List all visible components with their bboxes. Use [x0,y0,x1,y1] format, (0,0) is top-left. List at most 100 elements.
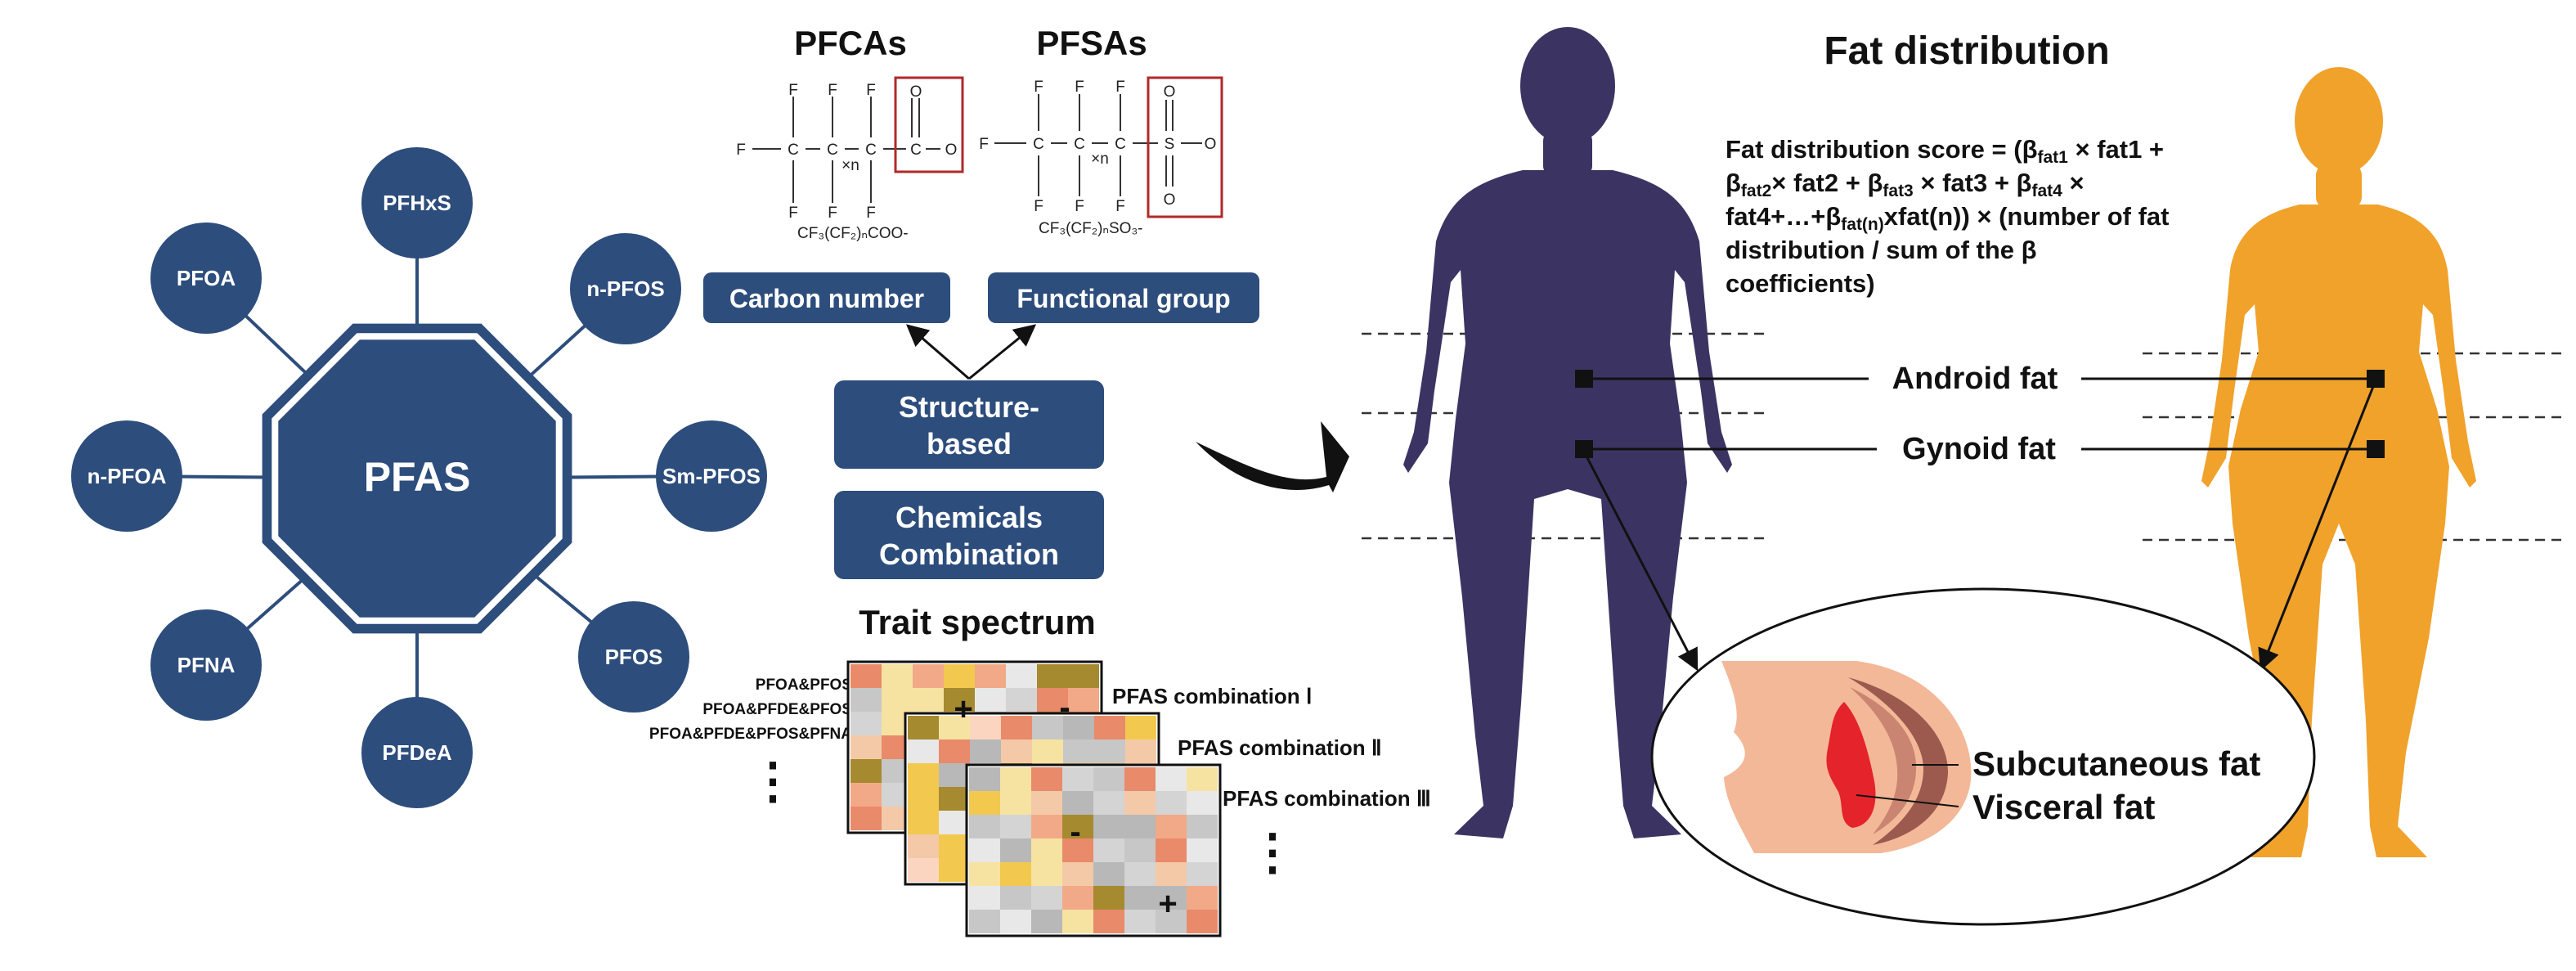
heatmap-cell [1093,815,1124,838]
heatmap-sign: + [954,691,972,727]
heatmap-cell [1000,910,1031,933]
male-to-section-arrow [1582,451,1699,672]
heatmap-cell [1062,791,1093,815]
structure-based-label-2: based [927,427,1012,461]
heatmap-cell [1187,910,1218,933]
heatmap-cell [939,763,970,787]
heatmap-cell [1187,862,1218,886]
pfsas-structure: PFSAs F C C C S O O O F F F F F [979,24,1223,237]
chemicals-combination-label-1: Chemicals [895,501,1043,534]
svg-text:C: C [827,142,838,159]
svg-text:F: F [1115,79,1125,96]
trait-heatmaps: +--+ [846,660,1222,937]
heatmap-cell [1156,791,1187,815]
pfsas-formula: CF₃(CF₂)ₙSO₃- [1039,220,1143,237]
satellite-label: Sm-PFOS [662,464,761,488]
functional-group-box [988,272,1259,323]
satellite-circle [150,609,262,721]
svg-text:F: F [866,82,876,99]
heatmap-cell [944,664,975,688]
svg-text:F: F [1034,198,1043,215]
fat-cross-section [1650,587,2316,926]
heatmap-cell [1124,862,1156,886]
heatmap-cell [1068,688,1099,712]
svg-text:O: O [945,142,958,159]
heatmap-cell [939,834,970,858]
satellite-circle [150,223,262,334]
heatmap-cell [850,783,882,807]
heatmap-cell [1156,767,1187,791]
satellite-circle [361,147,473,258]
chemicals-combination-box [834,491,1104,579]
pfsas-title: PFSAs [1036,24,1147,62]
pfcas-atoms: F C C C C O O F F F F F F ×n [736,82,957,222]
heatmap-cell [1062,838,1093,862]
heatmap-cell [1125,739,1156,763]
heatmap-cell [1031,910,1062,933]
heatmap-cell [1156,862,1187,886]
combination-2-label: PFAS combination Ⅱ [1178,735,1382,760]
carbon-number-label: Carbon number [729,284,924,313]
satellite-label: PFOS [605,645,663,669]
trait-spectrum: Trait spectrum PFOA&PFOS PFOA&PFDE&PFOS … [649,603,1431,937]
satellite-label: PFHxS [383,191,451,215]
heatmap-cell [908,834,939,858]
satellite-circle [361,697,473,808]
svg-text:F: F [828,205,837,222]
heatmap-cell [908,763,939,787]
heatmap-cell [970,716,1001,739]
heatmap-cell [1187,886,1218,910]
hub-octagon-outer [262,323,572,634]
svg-text:O: O [910,83,922,101]
heatmap-cell [1000,838,1031,862]
pfcas-formula: CF₃(CF₂)ₙCOO- [797,225,909,242]
svg-text:C: C [788,142,799,159]
heatmap-cell [969,838,1000,862]
heatmap-cell [1094,739,1125,763]
structure-based-box [834,380,1104,469]
heatmap-cell [1031,815,1062,838]
heatmap-cell [1124,910,1156,933]
heatmap-cell [908,858,939,882]
female-to-section-arrow [2258,380,2377,672]
svg-text:×n: ×n [1091,151,1109,168]
satellite-circle [578,601,689,713]
heatmap-cell [969,791,1000,815]
satellite-node: PFOS [578,601,689,713]
heatmap-cell [882,688,913,712]
arrow-to-carbon-number [905,324,970,380]
pfsas-bonds [994,94,1202,196]
svg-text:F: F [866,205,876,222]
heatmap-cell [1093,910,1124,933]
heatmap-cell [1031,838,1062,862]
visceral-fat-label: Visceral fat [1972,788,2155,826]
heatmap-layer [965,763,1222,937]
heatmap-cell [850,735,882,759]
heatmap-cell [1063,716,1094,739]
combination-1-label: PFAS combination Ⅰ [1112,684,1313,708]
heatmap-cell [1031,767,1062,791]
heatmap-cell [908,811,939,834]
heatmap-cell [1031,886,1062,910]
heatmap-cell [1093,862,1124,886]
heatmap-cell [975,664,1006,688]
svg-text:O: O [1164,83,1176,101]
heatmap-cell [913,688,944,712]
svg-text:F: F [736,142,746,159]
hub-octagon-ring [272,333,563,624]
chemicals-combination-label-2: Combination [879,537,1059,571]
satellite-node: PFNA [150,609,262,721]
heatmap-cell [913,664,944,688]
heatmap-cell [969,886,1000,910]
heatmap-cell [850,759,882,783]
heatmap-cell [1093,886,1124,910]
heatmap-cell [1062,862,1093,886]
heatmap-cell [1124,767,1156,791]
trait-row-label-2: PFOA&PFDE&PFOS [702,701,852,718]
heatmap-cell [1037,688,1068,712]
satellite-node: n-PFOS [570,233,681,344]
heatmap-cell [1062,910,1093,933]
heatmap-sign: - [1070,814,1080,850]
heatmap-cell [1062,767,1093,791]
